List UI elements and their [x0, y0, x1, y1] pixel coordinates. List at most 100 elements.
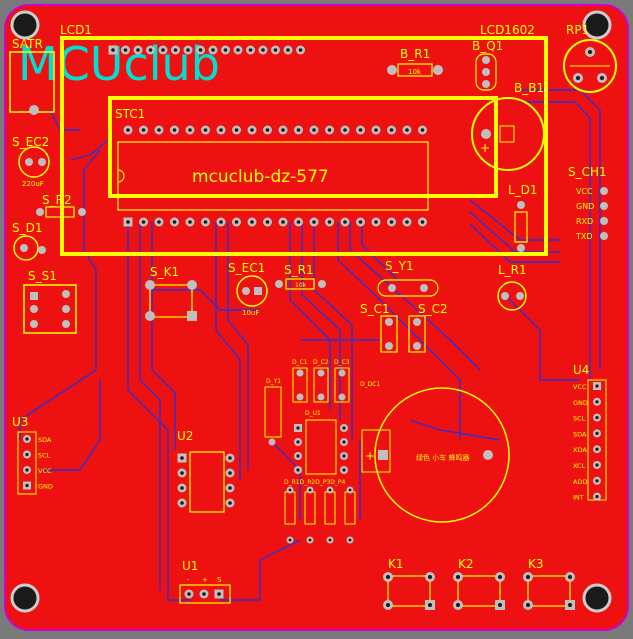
stc1-pin-hole	[374, 220, 378, 224]
d-r-pad-hole	[308, 538, 312, 542]
s-y1-pad-a	[388, 284, 396, 292]
d-u1-pin-hole	[342, 454, 346, 458]
s-r2-pad-b	[78, 208, 86, 216]
stc1-pin-hole	[172, 128, 177, 132]
k-switch-pad-hole	[526, 603, 530, 607]
lcd-pin-hole	[273, 48, 278, 52]
s-d1-label: S_D1	[12, 221, 43, 235]
d-c1-label: D_C1	[292, 359, 308, 366]
d-dc1-label: D_DC1	[360, 381, 380, 388]
b-r1-body	[397, 63, 433, 77]
stc1-pin-hole	[389, 128, 394, 132]
u3-outline	[17, 431, 37, 495]
b-r1-label: B_R1	[400, 47, 430, 61]
big-buzzer-text: 绿色 小车 蜂鸣器	[416, 453, 469, 462]
stc1-pin-hole	[327, 128, 332, 132]
lcd1602-label: LCD1602	[480, 23, 535, 37]
d-c3-label: D_C3	[334, 359, 350, 366]
stc1-pin-hole	[157, 220, 161, 224]
d-u1-pin-hole	[296, 454, 300, 458]
u2-pin-hole	[180, 471, 184, 475]
lcd-pin-hole	[123, 48, 128, 52]
big-buzzer-plus-box	[361, 429, 391, 473]
s-r2-pad-a	[36, 208, 44, 216]
s-ec1-outline	[236, 275, 268, 307]
b-r1-pad-left	[387, 65, 397, 75]
u3-pin-hole	[25, 468, 29, 472]
s-d1-outline	[13, 235, 39, 261]
stc1-pin-hole	[405, 220, 409, 224]
s-k1-pads	[145, 280, 197, 321]
d-r-pad-hole	[328, 488, 332, 492]
stc1-pin-hole	[343, 220, 347, 224]
stc1-pin-hole	[219, 220, 223, 224]
lcd-header-pins	[108, 45, 305, 55]
k-switch-pad-hole	[526, 575, 530, 579]
k1-label: K1	[388, 557, 404, 571]
b-r1-value: 10k	[408, 68, 422, 76]
s-k1-label: S_K1	[150, 265, 179, 279]
stc1-pin-hole	[141, 128, 146, 132]
d-y1-outline	[264, 386, 282, 438]
lcd-pin-hole	[261, 48, 265, 52]
s-c1-outline	[380, 315, 398, 353]
u4-pin-hole	[595, 495, 599, 499]
u3-pin-label: SCL	[38, 452, 51, 460]
ch1-pin-3: TXD	[575, 232, 593, 241]
l-r1-pad-a	[501, 292, 509, 300]
s-s1-outline	[23, 284, 77, 334]
u4-pin-hole	[595, 384, 599, 388]
stc1-pin-hole	[234, 220, 239, 224]
s-ec1-label: S_EC1	[228, 261, 265, 275]
d-r-pad-hole	[288, 488, 292, 492]
lcd-pin-hole	[161, 48, 165, 52]
stc1-pin-hole	[203, 128, 208, 132]
rp1-outline	[563, 39, 617, 93]
stc1-label: STC1	[115, 107, 145, 121]
b-q1-pads	[482, 56, 490, 88]
d-r-pad-hole	[308, 488, 312, 492]
d-u1-pins	[294, 424, 348, 474]
l-d1-body	[514, 211, 528, 243]
s-y1-label: S_Y1	[385, 259, 414, 273]
u2-pin-hole	[180, 456, 184, 460]
s-ec2-pad-b	[38, 158, 46, 166]
u3-pin-hole	[25, 452, 29, 457]
s-s1-label: S_S1	[28, 269, 57, 283]
b-q1-outline	[475, 53, 497, 91]
b-b1-pad	[481, 129, 491, 139]
s-y1-pad-b	[420, 284, 428, 292]
lcd-pin-hole	[148, 48, 153, 52]
rp1-label: RP1	[566, 23, 589, 37]
u2-pin-hole	[180, 501, 184, 505]
stc1-pin-hole	[265, 128, 270, 132]
ch1-pin-1: GND	[576, 202, 594, 211]
s-c2-outline	[408, 315, 426, 353]
k-switch-pad-hole	[498, 575, 502, 579]
stc1-pin-hole	[265, 220, 270, 224]
b-b1-label: B_B1	[514, 81, 544, 95]
stc1-pin-hole	[312, 128, 316, 132]
u4-pin-label: GND	[573, 399, 588, 407]
s-r2-body	[45, 206, 75, 218]
stc1-pin-hole	[343, 128, 347, 132]
k-switch-outline	[387, 575, 431, 607]
u3-pin-label: SDA	[38, 436, 52, 444]
stc1-pin-hole	[281, 128, 285, 132]
d-r-pad-hole	[288, 538, 292, 542]
lcd-pin-hole	[173, 48, 178, 52]
k-switch-pad-hole	[428, 575, 432, 579]
s-k1-outline	[149, 284, 193, 318]
u2-pins	[177, 453, 235, 508]
d-u1-pin-hole	[342, 468, 346, 472]
lcd-outline	[60, 36, 548, 256]
lcd-pin-hole	[223, 48, 228, 52]
u1-pin-hole	[217, 592, 221, 596]
d-c2-label: D_C2	[313, 359, 329, 366]
k2-label: K2	[458, 557, 474, 571]
d-r-resistors	[284, 486, 356, 544]
stc1-pin-hole	[188, 220, 192, 224]
lcd-pin-hole	[248, 48, 253, 52]
u4-pin-hole	[595, 431, 599, 435]
b-b1-plus: +	[480, 141, 490, 155]
